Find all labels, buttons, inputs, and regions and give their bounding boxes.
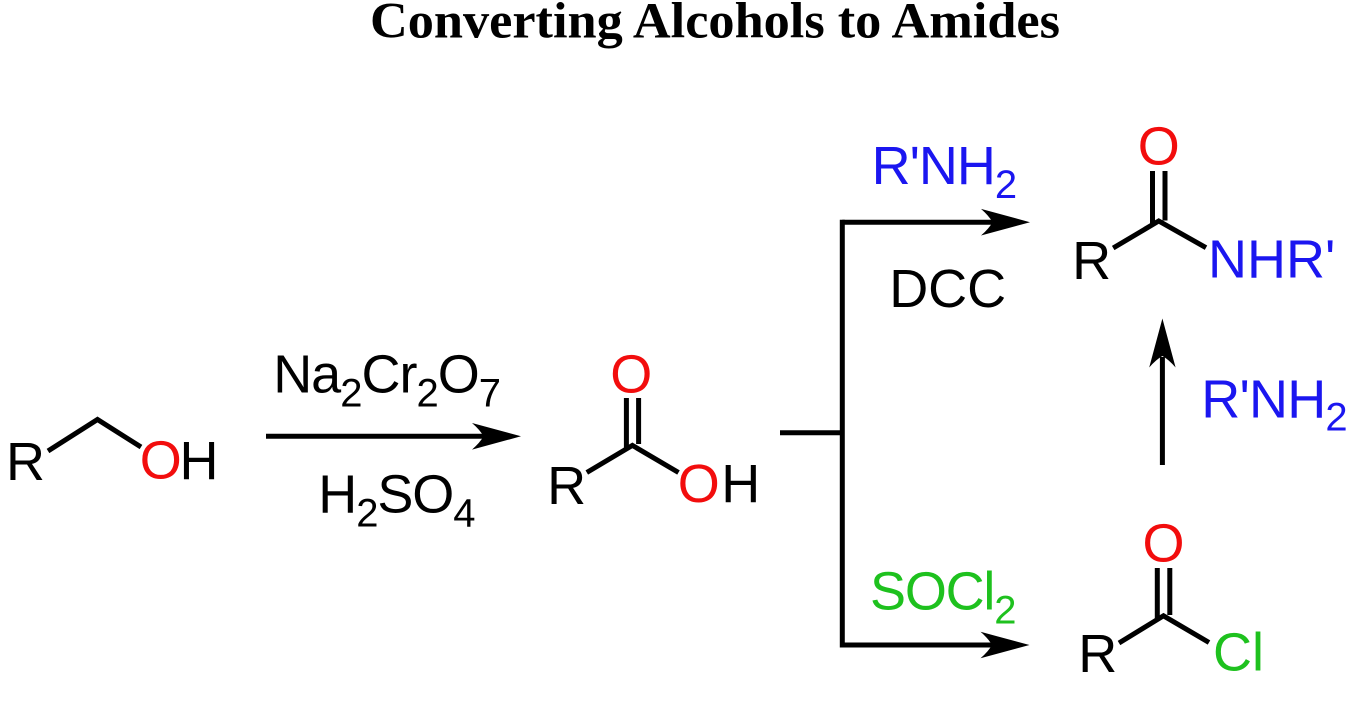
svg-text:Converting Alcohols to Amides: Converting Alcohols to Amides [370, 0, 1060, 49]
svg-text:H: H [180, 431, 219, 491]
svg-text:R: R [1072, 231, 1111, 291]
svg-text:O: O [140, 431, 182, 491]
svg-text:Cl: Cl [1213, 622, 1264, 682]
svg-text:SOCl2: SOCl2 [870, 562, 1015, 633]
svg-text:O: O [610, 345, 652, 405]
svg-text:O: O [678, 454, 720, 514]
svg-text:H2SO4: H2SO4 [318, 465, 475, 536]
svg-text:DCC: DCC [889, 259, 1006, 319]
svg-text:O: O [1138, 117, 1180, 177]
svg-text:NHR': NHR' [1208, 230, 1335, 290]
svg-text:R'NH2: R'NH2 [872, 136, 1017, 207]
svg-text:O: O [1142, 513, 1184, 573]
svg-text:H: H [721, 454, 760, 514]
svg-text:R: R [1078, 624, 1117, 684]
svg-text:R'NH2: R'NH2 [1201, 370, 1347, 440]
svg-text:Na2Cr2O7: Na2Cr2O7 [273, 345, 500, 416]
svg-text:R: R [547, 456, 586, 516]
svg-text:R: R [6, 432, 45, 492]
